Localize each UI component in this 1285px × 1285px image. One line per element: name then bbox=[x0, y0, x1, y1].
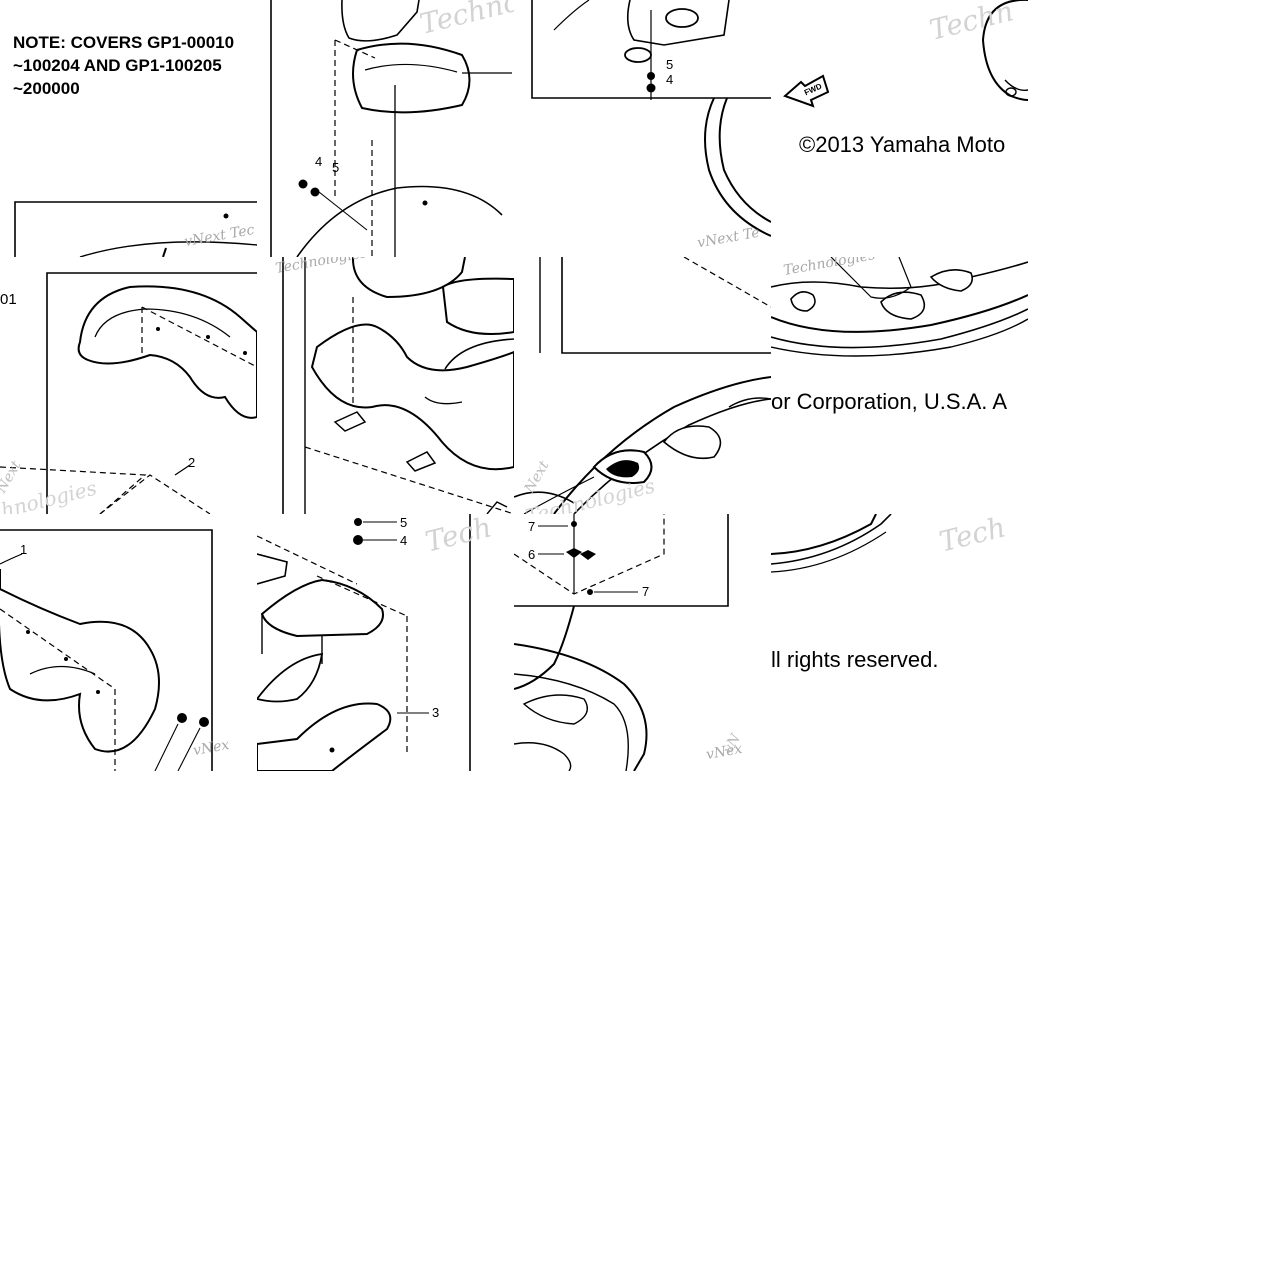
tile-copyright-2-drawing bbox=[771, 257, 1028, 357]
note-line-2: ~100204 AND GP1-100205 bbox=[13, 56, 222, 75]
tile-cushion-drawing bbox=[0, 272, 257, 514]
tile-seat-base-drawing bbox=[257, 514, 471, 771]
callout-5: 5 bbox=[400, 515, 408, 530]
callout-5: 5 bbox=[666, 57, 674, 72]
tile-hull-cap: Next Technologies bbox=[514, 257, 771, 514]
tile-copyright-3: ll rights reserved. Tech bbox=[771, 514, 1028, 771]
tile-copyright-1-drawing bbox=[783, 0, 1028, 108]
tile-copyright-2: or Corporation, U.S.A. A Technologies bbox=[771, 257, 1028, 514]
callout-4: 4 bbox=[400, 533, 408, 548]
tile-seat-top: 4 5 Techno bbox=[257, 0, 514, 257]
tile-cushion: 01 9 2 Next hnologies bbox=[0, 257, 257, 514]
copyright-part-1: ©2013 Yamaha Moto bbox=[799, 132, 1006, 157]
tile-hull-cap-drawing bbox=[514, 257, 771, 514]
tile-copyright-3-drawing bbox=[771, 514, 892, 573]
tile-hardware: 7 6 7 vNex vN bbox=[514, 514, 771, 771]
callout-1: 1 bbox=[20, 542, 28, 557]
callout-4: 4 bbox=[666, 72, 674, 87]
tile-cap-bracket-drawing bbox=[531, 0, 771, 237]
tile-seat-top-drawing bbox=[270, 0, 512, 257]
tile-note-drawing bbox=[14, 201, 257, 257]
tile-seat-block: Technologies bbox=[257, 257, 514, 514]
callout-4: 4 bbox=[315, 154, 323, 169]
tile-seat-block-drawing bbox=[282, 257, 514, 514]
callout-2: 2 bbox=[188, 455, 196, 470]
callout-7: 7 bbox=[528, 519, 536, 534]
callout-5: 5 bbox=[332, 160, 340, 175]
tile-note: NOTE: COVERS GP1-00010 ~100204 AND GP1-1… bbox=[0, 0, 257, 257]
tile-hardware-drawing bbox=[514, 514, 729, 771]
tile-rear-cushion-drawing bbox=[0, 529, 213, 771]
note-line-1: NOTE: COVERS GP1-00010 bbox=[13, 33, 235, 52]
note-line-3: ~200000 bbox=[13, 79, 80, 98]
tile-rear-cushion: 1 vNex bbox=[0, 514, 257, 771]
tile-cap-bracket: 5 4 vNext Te bbox=[514, 0, 771, 257]
callout-6: 6 bbox=[528, 547, 536, 562]
tile-seat-base: 5 4 3 Tech bbox=[257, 514, 514, 771]
copyright-part-2: or Corporation, U.S.A. A bbox=[771, 389, 1007, 414]
fwd-arrow-icon bbox=[783, 74, 830, 108]
callout-3: 3 bbox=[432, 705, 440, 720]
copyright-part-3: ll rights reserved. bbox=[771, 647, 939, 672]
callout-7: 7 bbox=[642, 584, 650, 599]
fragment-01: 01 bbox=[0, 291, 17, 308]
tile-copyright-1: FWD ©2013 Yamaha Moto Techn bbox=[771, 0, 1028, 257]
